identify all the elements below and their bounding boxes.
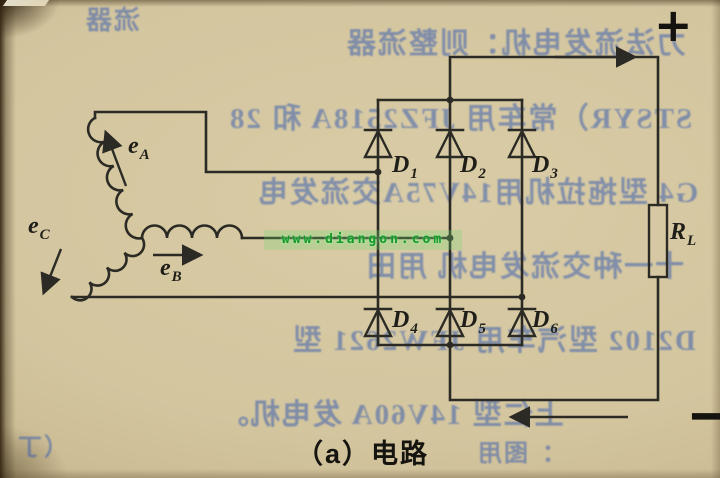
emf-a-arrow <box>102 129 128 187</box>
diode-d3 <box>507 128 537 159</box>
diode-d6-triangle <box>507 307 537 338</box>
page-edge-highlight <box>2 0 50 6</box>
watermark-text: www.diangon.com <box>264 230 462 250</box>
label-diode-d1: D1 <box>392 153 418 182</box>
diode-d5 <box>435 307 465 338</box>
label-sub: L <box>687 232 697 249</box>
label-diode-d5: D5 <box>460 308 486 337</box>
phase-a-coil <box>86 116 144 240</box>
label-sub: B <box>171 268 182 285</box>
label-sub: A <box>139 146 150 163</box>
label-sub: 2 <box>478 165 486 182</box>
label-diode-d4: D4 <box>392 308 418 337</box>
junction-phase-b <box>446 234 454 242</box>
stator-windings <box>40 110 524 302</box>
label-sub: 3 <box>550 165 558 182</box>
diode-d2 <box>435 128 465 159</box>
label-sub: C <box>39 226 50 243</box>
figure-caption: （a）电路 <box>296 439 430 469</box>
phase-a-wire <box>93 110 380 174</box>
label-base: R <box>670 219 687 245</box>
label-base: e <box>128 133 139 159</box>
junction-top-rail <box>446 96 454 104</box>
rectifier-bridge <box>363 98 537 347</box>
diode-d5-triangle <box>435 307 465 338</box>
junction-bottom-rail <box>446 341 454 349</box>
label-emf-c: eC <box>28 214 50 243</box>
load-resistor <box>647 203 669 279</box>
label-base: D <box>532 307 550 333</box>
label-base: D <box>392 307 410 333</box>
diode-d2-triangle <box>435 128 465 159</box>
label-base: e <box>160 255 171 281</box>
junction-phase-a <box>374 168 382 176</box>
label-diode-d6: D6 <box>532 308 558 337</box>
negative-rail-wire <box>448 275 660 402</box>
label-base: e <box>28 213 39 239</box>
diode-d1 <box>363 128 393 159</box>
label-load-resistor: RL <box>670 220 696 249</box>
label-emf-a: eA <box>128 134 150 163</box>
label-sub: 1 <box>410 165 418 182</box>
junction-dots <box>374 96 526 349</box>
label-base: D <box>460 152 478 178</box>
label-base: D <box>392 152 410 178</box>
diode-d6 <box>507 307 537 338</box>
label-sub: 6 <box>550 320 558 337</box>
label-base: D <box>532 152 550 178</box>
minus-terminal-label: − <box>686 383 720 448</box>
plus-terminal-label: + <box>654 0 693 52</box>
label-sub: 5 <box>478 320 486 337</box>
diode-d3-triangle <box>507 128 537 159</box>
phase-c-coil <box>70 236 146 302</box>
label-diode-d3: D3 <box>532 153 558 182</box>
emf-c-arrow <box>40 248 63 296</box>
phase-b-coil <box>140 224 244 240</box>
diode-d1-triangle <box>363 128 393 159</box>
label-emf-b: eB <box>160 256 182 285</box>
positive-rail-wire <box>448 55 660 207</box>
label-diode-d2: D2 <box>460 153 486 182</box>
junction-phase-c <box>518 293 526 301</box>
label-sub: 4 <box>410 320 418 337</box>
output-circuit <box>448 46 669 428</box>
diode-d4-triangle <box>363 307 393 338</box>
label-base: D <box>460 307 478 333</box>
diode-d4 <box>363 307 393 338</box>
